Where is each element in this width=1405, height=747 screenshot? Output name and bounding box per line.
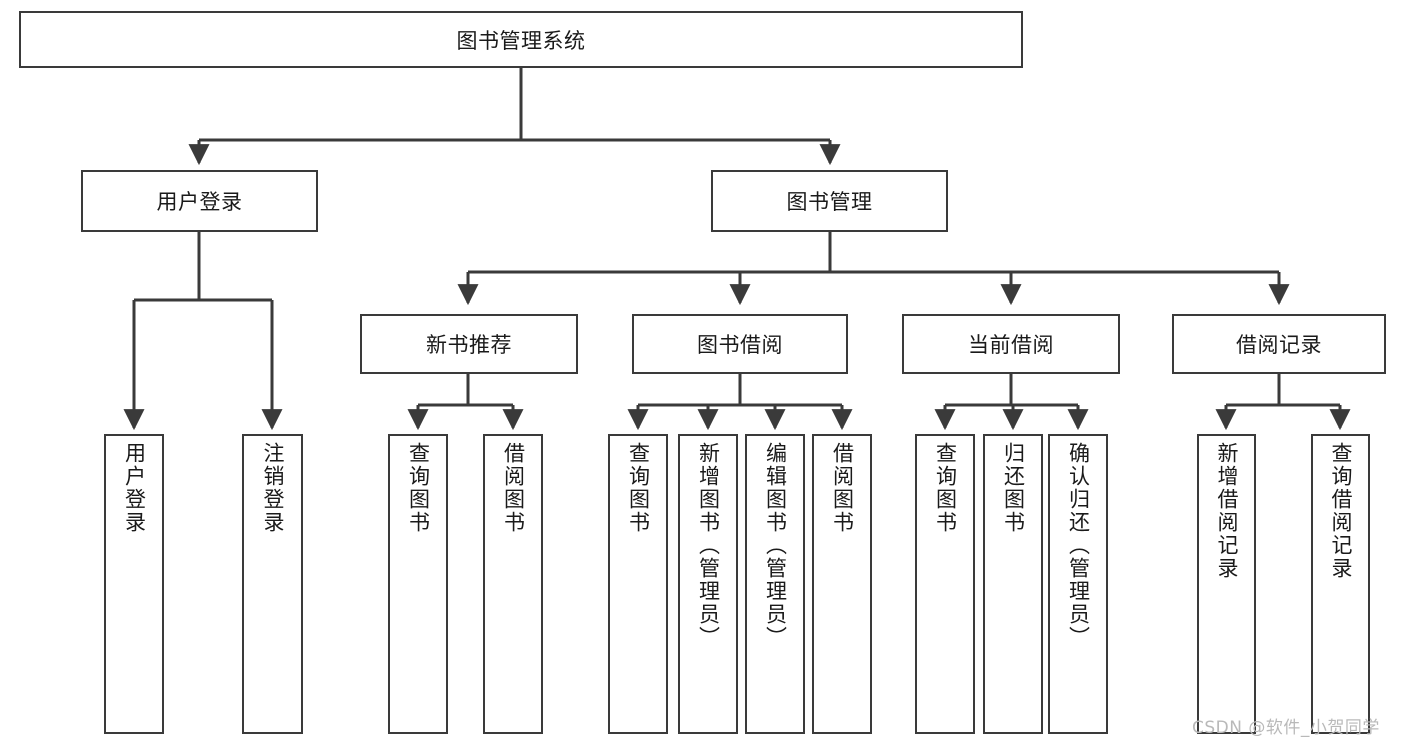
leaf-confirm-return-admin[interactable]: 确认归还（管理员）	[1048, 434, 1108, 734]
node-label: 图书管理	[786, 190, 873, 214]
leaf-query-book-borrow[interactable]: 查询图书	[608, 434, 668, 734]
node-label: 新增借阅记录	[1215, 442, 1239, 580]
node-label: 查询图书	[406, 442, 431, 534]
csdn-watermark: CSDN @软件_小贺同学	[1192, 718, 1380, 738]
leaf-add-borrow-record[interactable]: 新增借阅记录	[1197, 434, 1256, 734]
node-label: 用户登录	[122, 442, 147, 534]
node-label: 图书借阅	[697, 333, 783, 357]
leaf-query-book-current[interactable]: 查询图书	[915, 434, 975, 734]
leaf-edit-book-admin[interactable]: 编辑图书（管理员）	[745, 434, 805, 734]
node-label: 确认归还（管理员）	[1066, 442, 1091, 649]
node-label: 新书推荐	[426, 333, 512, 357]
node-label: 当前借阅	[968, 333, 1054, 357]
node-label: 图书管理系统	[456, 28, 586, 53]
node-book-borrow[interactable]: 图书借阅	[632, 314, 848, 374]
node-new-book-recommend[interactable]: 新书推荐	[360, 314, 578, 374]
node-label: 查询借阅记录	[1329, 442, 1353, 580]
node-user-login[interactable]: 用户登录	[81, 170, 318, 232]
node-borrow-record[interactable]: 借阅记录	[1172, 314, 1386, 374]
node-label: 注销登录	[261, 442, 285, 534]
leaf-return-book[interactable]: 归还图书	[983, 434, 1043, 734]
leaf-query-borrow-record[interactable]: 查询借阅记录	[1311, 434, 1370, 734]
node-label: 用户登录	[156, 190, 243, 214]
node-label: 归还图书	[1001, 442, 1026, 534]
node-label: 借阅图书	[830, 442, 855, 534]
node-label: 查询图书	[626, 442, 651, 534]
node-label: 借阅图书	[501, 442, 526, 534]
node-label: 查询图书	[933, 442, 958, 534]
leaf-user-login[interactable]: 用户登录	[104, 434, 164, 734]
node-current-borrow[interactable]: 当前借阅	[902, 314, 1120, 374]
node-label: 借阅记录	[1236, 333, 1322, 357]
leaf-borrow-book-recommend[interactable]: 借阅图书	[483, 434, 543, 734]
leaf-add-book-admin[interactable]: 新增图书（管理员）	[678, 434, 738, 734]
leaf-query-book-recommend[interactable]: 查询图书	[388, 434, 448, 734]
node-book-management[interactable]: 图书管理	[711, 170, 948, 232]
node-label: 新增图书（管理员）	[696, 442, 721, 649]
leaf-borrow-book[interactable]: 借阅图书	[812, 434, 872, 734]
node-label: 编辑图书（管理员）	[763, 442, 788, 649]
node-root-system[interactable]: 图书管理系统	[19, 11, 1023, 68]
leaf-logout[interactable]: 注销登录	[242, 434, 303, 734]
